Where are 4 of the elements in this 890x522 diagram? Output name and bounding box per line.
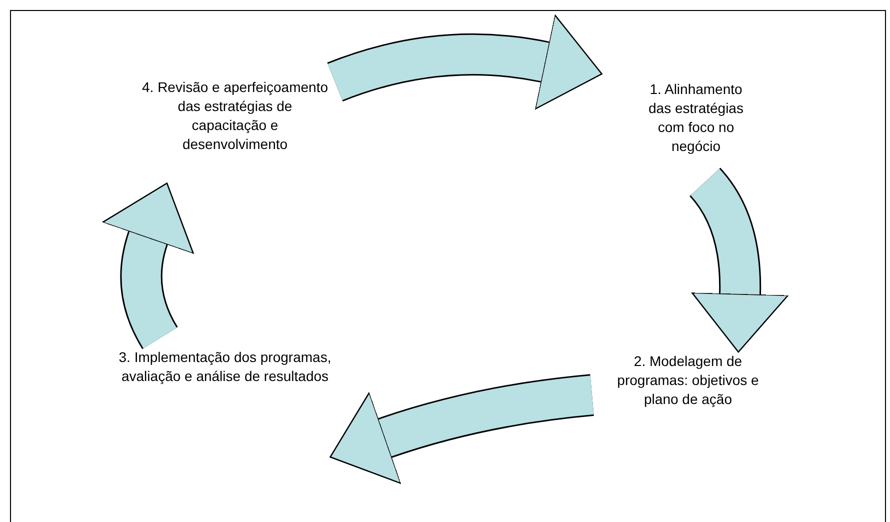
- step-label: 1. Alinhamento das estratégias com foco no negócio: [648, 80, 744, 156]
- step-label: 4. Revisão e aperfeiçoamento das estratégias de capacitação e desenvolvimento: [141, 78, 329, 154]
- step-label: 3. Implementação dos programas, avaliação e análise de resultados: [118, 348, 332, 386]
- step-label: 2. Modelagem de programas: objetivos e plano de ação: [616, 352, 760, 409]
